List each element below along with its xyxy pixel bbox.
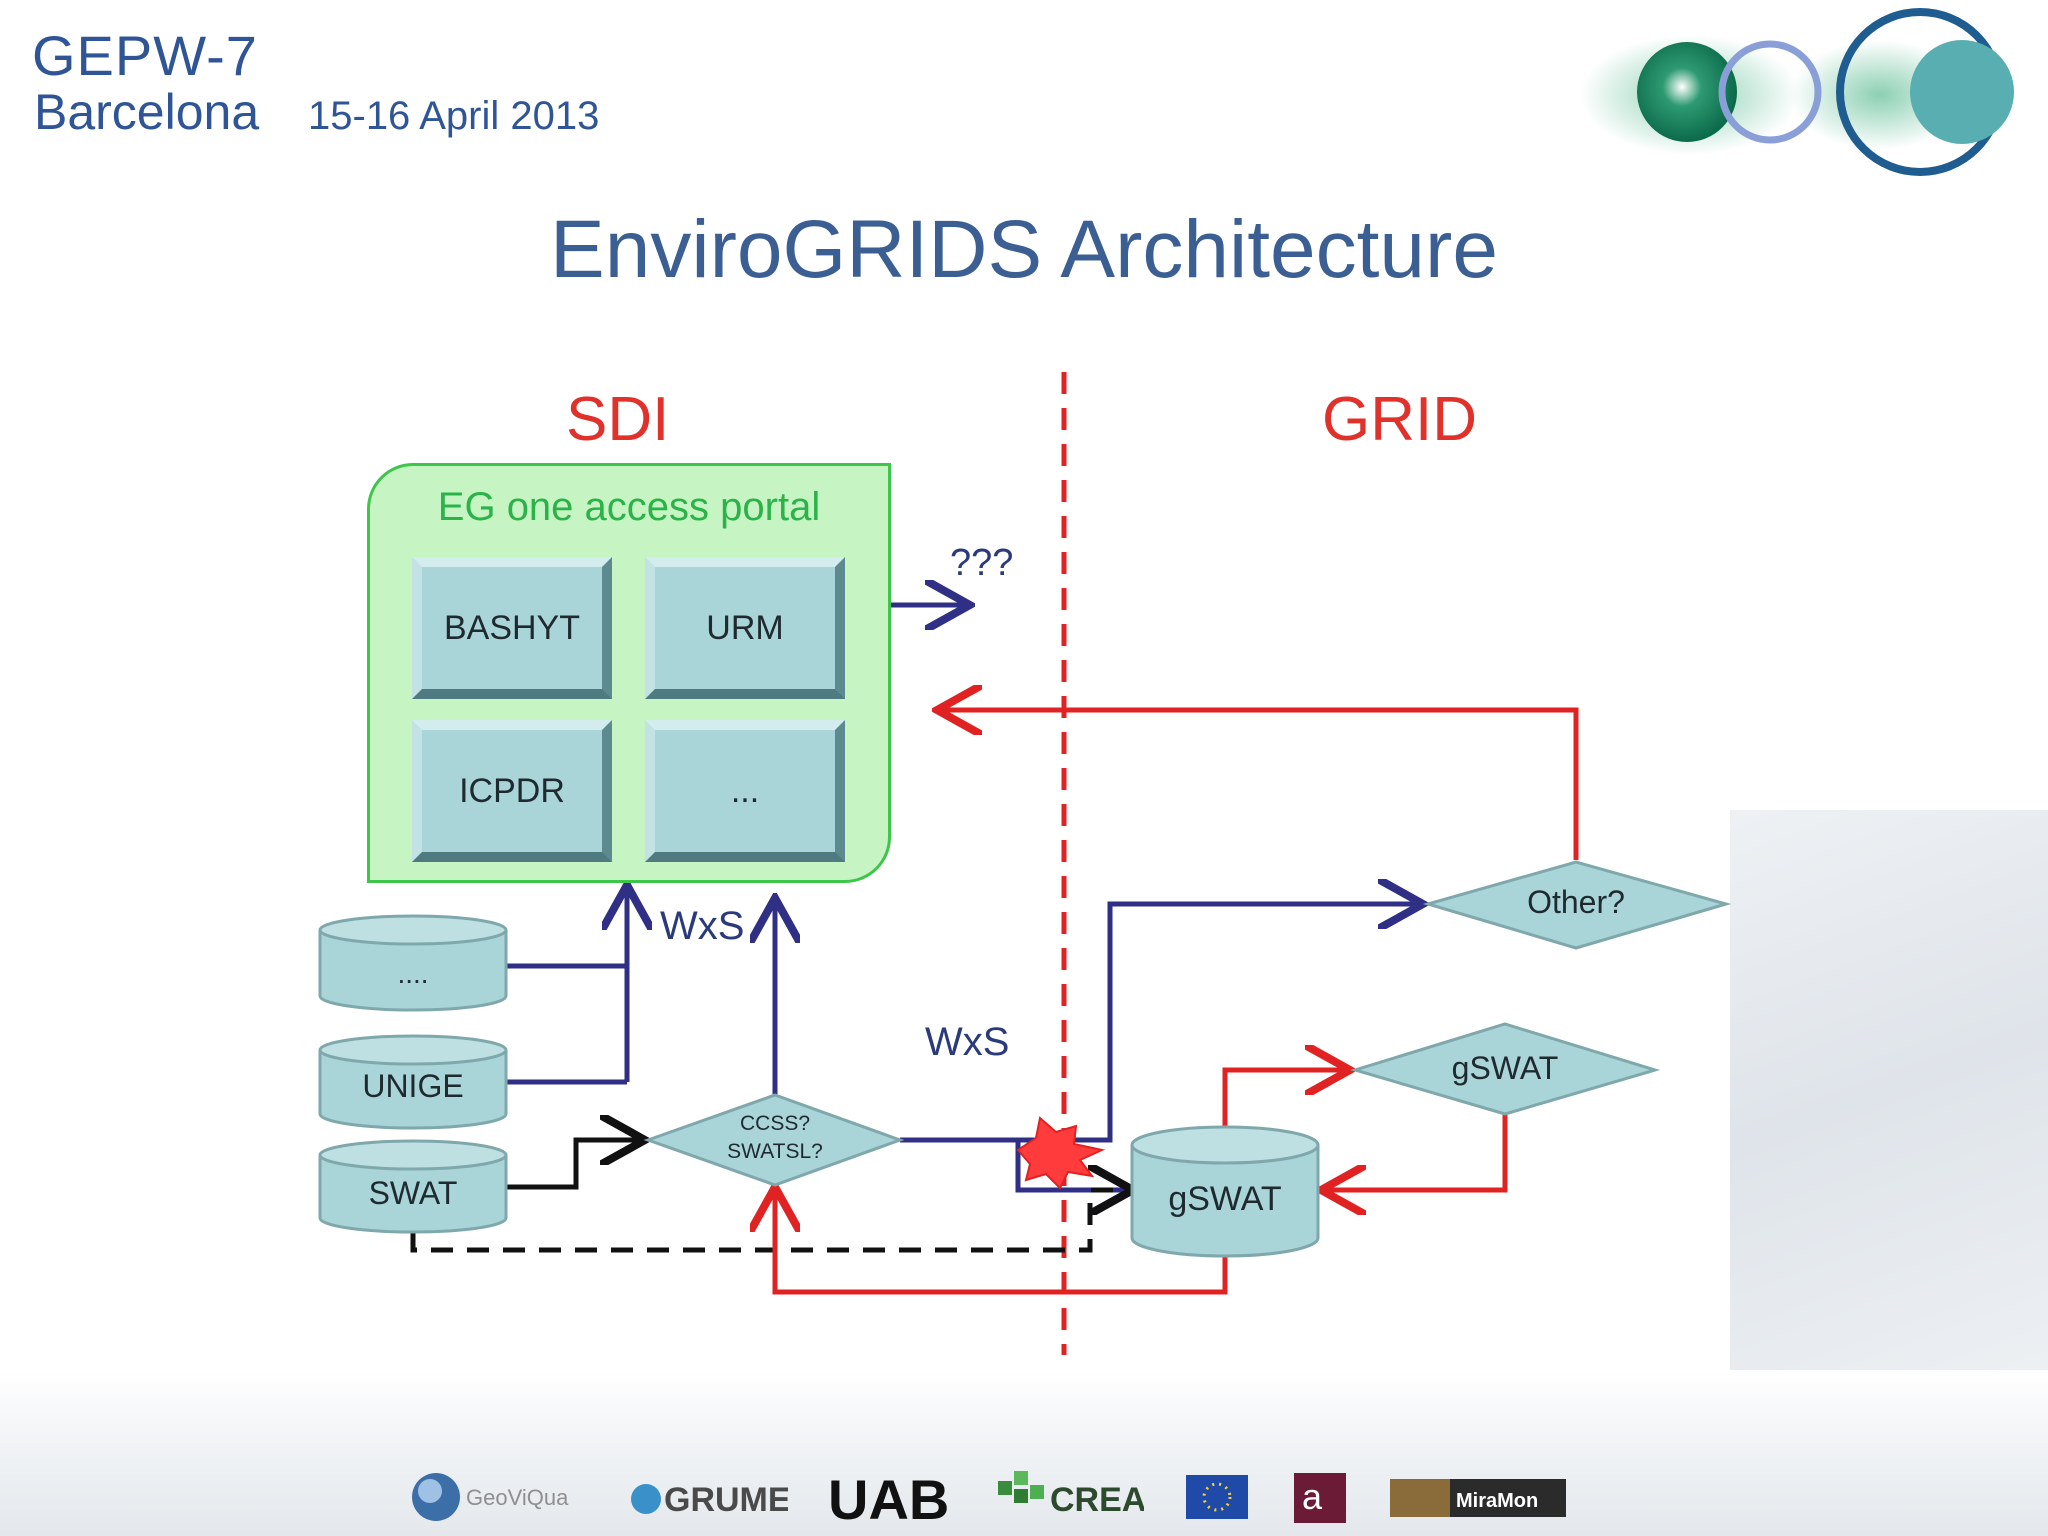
arrow-gswat-catalog xyxy=(775,1192,1228,1295)
event-logo xyxy=(1580,8,2014,176)
db-gswat-label: gSWAT xyxy=(1168,1180,1282,1218)
catalog-label: CCSS? SWATSL? xyxy=(690,1110,860,1166)
arrow-gswat-gswatdb xyxy=(1326,1112,1508,1190)
db-gswat xyxy=(1130,1125,1320,1258)
svg-text:a: a xyxy=(1302,1476,1323,1517)
logo-miramon: MiraMon xyxy=(1388,1467,1568,1527)
logo-geoviqua: GeoViQua xyxy=(410,1467,590,1527)
logo-asaur: a xyxy=(1290,1467,1350,1527)
partner-logos: GeoViQua GRUMETS UAB CREAF a xyxy=(410,1462,1568,1532)
arrow-swat-gswat-dashed xyxy=(410,1190,1128,1253)
gswat-diamond xyxy=(1349,1022,1661,1116)
catalog-label-line1: CCSS? xyxy=(739,1112,811,1135)
logo-creaf: CREAF xyxy=(994,1467,1144,1527)
logo-eu-flag xyxy=(1182,1467,1252,1527)
gswat-service-label: gSWAT xyxy=(1451,1050,1559,1086)
logo-grumets: GRUMETS xyxy=(628,1467,788,1527)
svg-text:CREAF: CREAF xyxy=(1050,1481,1144,1519)
logo-uab: UAB xyxy=(826,1467,956,1527)
wxs-label-right: WxS xyxy=(925,1020,1010,1064)
event-city: Barcelona xyxy=(34,84,260,140)
conflict-burst xyxy=(1016,1116,1106,1190)
db-swat-label: SWAT xyxy=(368,1175,458,1211)
section-label-grid: GRID xyxy=(1322,385,1477,454)
db-unige-label: UNIGE xyxy=(362,1068,464,1104)
arrow-dbs-portal xyxy=(506,890,627,969)
arrow-catalog-other xyxy=(900,904,1418,1143)
background-map-bottom xyxy=(0,1370,2048,1536)
unknown-label: ??? xyxy=(950,542,1014,584)
arrow-other-portal xyxy=(942,710,1579,860)
arrow-swat-catalog xyxy=(506,1140,640,1190)
catalog-label-line2: SWATSL? xyxy=(727,1140,823,1163)
catalog-diamond xyxy=(643,1093,905,1187)
event-name: GEPW-7 xyxy=(32,24,258,87)
svg-text:UAB: UAB xyxy=(828,1468,949,1527)
module-more: ... xyxy=(645,720,845,862)
db-unige xyxy=(318,1034,508,1130)
portal-label: EG one access portal xyxy=(437,485,821,529)
svg-text:GRUMETS: GRUMETS xyxy=(664,1481,788,1519)
section-label-sdi: SDI xyxy=(566,385,670,454)
other-diamond xyxy=(1422,860,1732,950)
db-swat xyxy=(318,1139,508,1234)
wxs-label-up: WxS xyxy=(660,904,745,948)
db-dots xyxy=(318,914,508,1012)
svg-text:GeoViQua: GeoViQua xyxy=(466,1485,569,1510)
page-title: EnviroGRIDS Architecture xyxy=(550,204,1498,295)
svg-text:MiraMon: MiraMon xyxy=(1456,1490,1538,1512)
db-dots-label: .... xyxy=(397,958,429,989)
other-label: Other? xyxy=(1527,884,1625,920)
arrow-gswatdb-gswat xyxy=(1222,1070,1345,1128)
event-date: 15-16 April 2013 xyxy=(308,94,600,138)
module-bashyt: BASHYT xyxy=(412,557,612,699)
module-urm: URM xyxy=(645,557,845,699)
module-icpdr: ICPDR xyxy=(412,720,612,862)
